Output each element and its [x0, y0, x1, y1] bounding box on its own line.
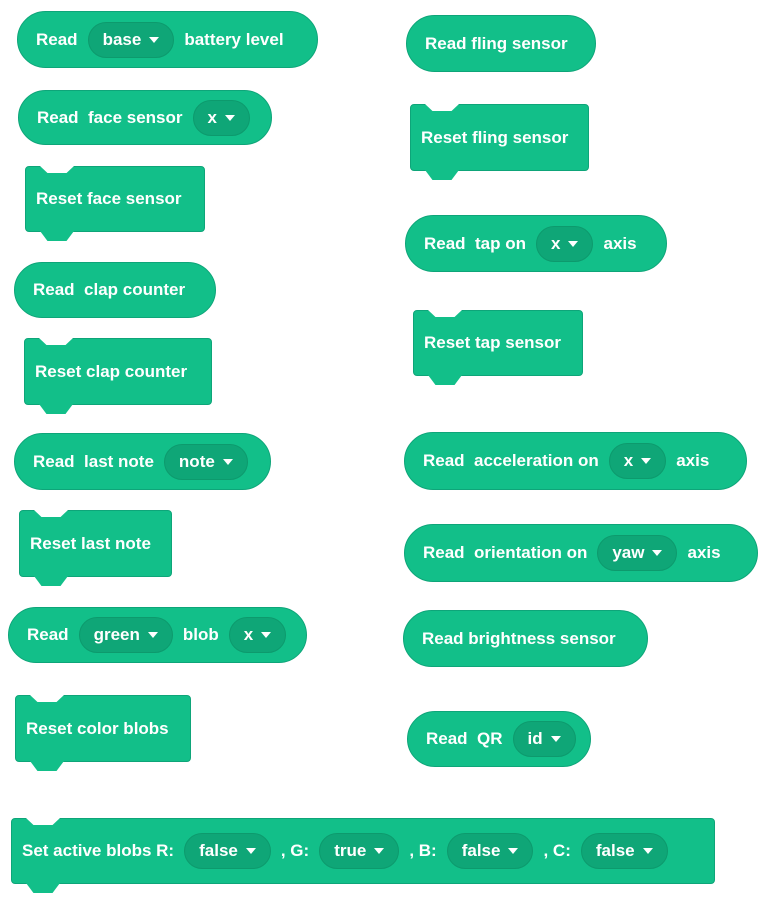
- caret-down-icon: [261, 632, 272, 638]
- read-face-block[interactable]: Read face sensor x: [18, 90, 272, 145]
- reset-tap-block[interactable]: Reset tap sensor: [413, 310, 583, 376]
- caret-down-icon: [652, 550, 663, 556]
- caret-down-icon: [642, 848, 653, 854]
- dropdown-value: base: [102, 29, 142, 49]
- caret-down-icon: [374, 848, 385, 854]
- caret-down-icon: [550, 736, 561, 742]
- block-dropdown[interactable]: green: [78, 617, 173, 653]
- block-dropdown[interactable]: x: [192, 99, 250, 136]
- caret-down-icon: [568, 240, 579, 247]
- caret-down-icon: [149, 36, 160, 43]
- block-dropdown[interactable]: true: [319, 833, 400, 869]
- dropdown-value: x: [207, 107, 217, 127]
- block-label: axis: [687, 543, 721, 562]
- block-label: Reset fling sensor: [421, 127, 569, 147]
- dropdown-value: false: [199, 841, 238, 860]
- dropdown-value: yaw: [612, 543, 645, 562]
- caret-down-icon: [508, 848, 519, 854]
- reset-clap-block[interactable]: Reset clap counter: [24, 338, 212, 405]
- block-label: , C:: [543, 841, 571, 860]
- block-dropdown[interactable]: x: [536, 225, 594, 262]
- block-label: Read clap counter: [33, 280, 186, 299]
- block-label: axis: [603, 233, 637, 253]
- read-orient-block[interactable]: Read orientation on yaw axis: [404, 524, 758, 582]
- read-note-block[interactable]: Read last note note: [14, 433, 271, 490]
- dropdown-value: x: [551, 233, 561, 253]
- read-blob-block[interactable]: Read green blob x: [8, 607, 307, 663]
- caret-down-icon: [245, 848, 256, 854]
- read-bright-block[interactable]: Read brightness sensor: [403, 610, 648, 667]
- dropdown-value: false: [595, 841, 635, 860]
- block-label: Read: [27, 625, 69, 644]
- block-label: blob: [182, 625, 219, 644]
- block-label: Reset tap sensor: [424, 333, 561, 352]
- reset-note-block[interactable]: Reset last note: [19, 510, 172, 577]
- block-label: battery level: [184, 29, 284, 49]
- dropdown-value: x: [243, 625, 254, 644]
- caret-down-icon: [147, 632, 158, 638]
- block-label: Read fling sensor: [425, 33, 568, 53]
- reset-blobs-block[interactable]: Reset color blobs: [15, 695, 191, 762]
- block-label: Reset face sensor: [36, 189, 182, 208]
- block-label: Read: [36, 29, 78, 49]
- block-label: Reset clap counter: [35, 361, 188, 381]
- block-dropdown[interactable]: x: [228, 617, 287, 653]
- block-dropdown[interactable]: base: [87, 21, 175, 58]
- block-label: Read orientation on: [423, 543, 588, 562]
- read-accel-block[interactable]: Read acceleration on x axis: [404, 432, 747, 490]
- set-blobs-block[interactable]: Set active blobs R: false , G: true , B: fals…: [11, 818, 715, 884]
- block-dropdown[interactable]: note: [163, 443, 248, 480]
- read-battery-block[interactable]: Read base battery level: [17, 11, 318, 68]
- block-label: Read face sensor: [37, 107, 183, 127]
- block-label: Read QR: [426, 729, 503, 748]
- block-dropdown[interactable]: false: [446, 833, 534, 869]
- dropdown-value: true: [334, 841, 367, 860]
- read-fling-block[interactable]: Read fling sensor: [406, 15, 596, 72]
- read-qr-block[interactable]: Read QR id: [407, 711, 591, 767]
- block-label: Read brightness sensor: [422, 628, 616, 648]
- block-dropdown[interactable]: x: [608, 443, 667, 479]
- block-dropdown[interactable]: id: [512, 721, 576, 757]
- caret-down-icon: [641, 458, 652, 464]
- dropdown-value: x: [623, 451, 634, 470]
- caret-down-icon: [222, 458, 233, 465]
- block-dropdown[interactable]: false: [580, 833, 668, 869]
- block-dropdown[interactable]: false: [184, 833, 271, 869]
- block-dropdown[interactable]: yaw: [597, 535, 678, 571]
- block-label: Read last note: [33, 451, 154, 471]
- block-label: Reset color blobs: [26, 718, 169, 738]
- reset-fling-block[interactable]: Reset fling sensor: [410, 104, 589, 171]
- dropdown-value: green: [93, 625, 140, 644]
- block-label: , G:: [280, 841, 310, 860]
- read-clap-block[interactable]: Read clap counter: [14, 262, 216, 318]
- read-tap-block[interactable]: Read tap on x axis: [405, 215, 667, 272]
- dropdown-value: false: [461, 841, 501, 860]
- block-label: axis: [676, 451, 710, 470]
- block-label: Read acceleration on: [423, 451, 599, 470]
- block-label: Read tap on: [424, 233, 527, 253]
- reset-face-block[interactable]: Reset face sensor: [25, 166, 205, 232]
- block-label: Reset last note: [30, 533, 151, 553]
- dropdown-value: note: [178, 451, 215, 471]
- block-label: , B:: [409, 841, 437, 860]
- block-label: Set active blobs R:: [22, 841, 175, 860]
- caret-down-icon: [224, 114, 235, 121]
- dropdown-value: id: [527, 729, 543, 748]
